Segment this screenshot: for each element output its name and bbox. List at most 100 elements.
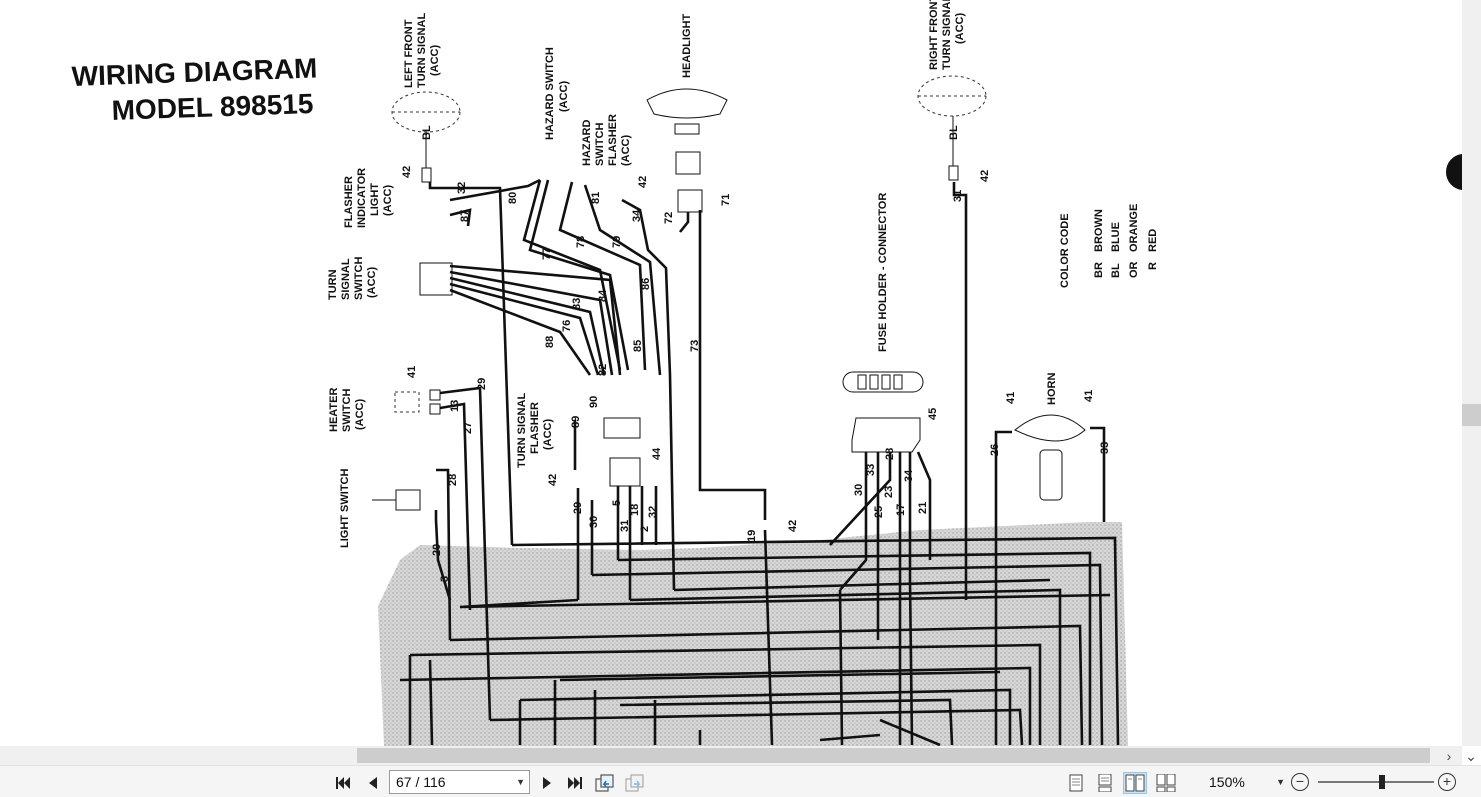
svg-text:19: 19 (746, 530, 758, 542)
svg-text:34: 34 (631, 209, 643, 222)
single-page-view-button[interactable] (1064, 772, 1088, 794)
label-right-front-turn-signal: RIGHT FRONT TURN SIGNAL (ACC) (928, 0, 966, 70)
next-page-button[interactable] (536, 772, 558, 794)
svg-text:29: 29 (476, 378, 488, 390)
svg-text:30: 30 (853, 484, 865, 496)
scroll-right-icon[interactable]: › (1446, 748, 1452, 764)
zoom-in-icon: + (1442, 773, 1452, 789)
color-code-entry-or: OR ORANGE (1128, 204, 1140, 278)
svg-text:41: 41 (406, 366, 418, 378)
turn-signal-switch-component (419, 262, 453, 296)
heater-switch-component (394, 389, 441, 415)
svg-text:HEATER: HEATER (328, 388, 340, 432)
svg-text:27: 27 (462, 422, 474, 434)
svg-text:HAZARD: HAZARD (581, 120, 593, 166)
right-front-turn-signal-lamp (917, 75, 987, 181)
svg-text:42: 42 (401, 166, 413, 178)
zoom-out-icon: − (1295, 773, 1305, 789)
svg-text:42: 42 (637, 176, 649, 188)
facing-pages-view-button[interactable] (1123, 772, 1147, 794)
svg-text:28: 28 (447, 474, 459, 486)
svg-text:BL: BL (948, 125, 960, 140)
svg-text:BL: BL (421, 125, 433, 140)
svg-text:TURN SIGNAL: TURN SIGNAL (416, 13, 428, 88)
go-back-view-icon (595, 774, 614, 792)
svg-text:HORN: HORN (1046, 373, 1058, 405)
label-left-front-turn-signal: LEFT FRONT TURN SIGNAL (ACC) (403, 13, 441, 88)
wire-harness-upper (428, 178, 1106, 746)
svg-text:5: 5 (611, 500, 623, 506)
svg-text:INDICATOR: INDICATOR (356, 168, 368, 228)
go-back-view-button[interactable] (594, 772, 616, 794)
svg-text:88: 88 (544, 336, 556, 348)
svg-text:FUSE HOLDER - CONNECTOR: FUSE HOLDER - CONNECTOR (877, 193, 889, 352)
zoom-level-value: 150% (1209, 774, 1245, 790)
zoom-slider-track[interactable] (1318, 781, 1434, 783)
svg-text:45: 45 (927, 408, 939, 420)
svg-text:OR: OR (1128, 261, 1140, 278)
svg-text:HEADLIGHT: HEADLIGHT (681, 14, 693, 78)
svg-text:80: 80 (507, 192, 519, 204)
zoom-level-dropdown[interactable]: 150% ▼ (1197, 770, 1289, 794)
page-dropdown-caret-icon[interactable]: ▼ (516, 777, 525, 787)
page-number-field[interactable]: 67 / 116 ▼ (389, 770, 530, 794)
svg-text:84: 84 (597, 289, 609, 302)
svg-text:72: 72 (663, 212, 675, 224)
svg-text:RIGHT FRONT: RIGHT FRONT (928, 0, 940, 70)
svg-text:31: 31 (952, 190, 964, 202)
svg-text:76: 76 (561, 320, 573, 332)
svg-text:(ACC): (ACC) (620, 135, 632, 166)
svg-text:26: 26 (989, 444, 1001, 456)
svg-text:81: 81 (590, 192, 602, 204)
scroll-down-icon[interactable]: ⌄ (1465, 748, 1477, 764)
svg-text:41: 41 (1083, 390, 1095, 402)
vertical-scrollbar[interactable] (1462, 0, 1481, 746)
svg-text:BROWN: BROWN (1093, 209, 1105, 252)
prev-page-icon (369, 777, 377, 789)
svg-text:ORANGE: ORANGE (1128, 204, 1140, 252)
label-flasher-indicator-light: FLASHER INDICATOR LIGHT (ACC) (343, 168, 394, 228)
document-viewport[interactable]: WIRING DIAGRAM MODEL 898515 LEFT FRONT T… (0, 0, 1462, 746)
label-light-switch: LIGHT SWITCH (339, 469, 351, 548)
last-page-button[interactable] (564, 772, 586, 794)
navigation-toolbar: 67 / 116 ▼ 150% ▼ − (0, 765, 1481, 797)
zoom-out-button[interactable]: − (1291, 773, 1309, 791)
svg-text:32: 32 (647, 506, 659, 518)
svg-text:17: 17 (895, 504, 907, 516)
zoom-slider-thumb[interactable] (1379, 775, 1385, 789)
svg-text:(ACC): (ACC) (558, 81, 570, 112)
svg-text:SWITCH: SWITCH (353, 257, 365, 300)
continuous-view-icon (1098, 774, 1112, 792)
svg-text:FLASHER: FLASHER (343, 176, 355, 228)
svg-text:87: 87 (459, 210, 471, 222)
horizontal-scrollbar-thumb[interactable] (357, 748, 1430, 763)
previous-page-button[interactable] (362, 772, 384, 794)
svg-text:18: 18 (629, 504, 641, 516)
zoom-in-button[interactable]: + (1438, 773, 1456, 791)
svg-text:SWITCH: SWITCH (594, 123, 606, 166)
continuous-view-button[interactable] (1093, 772, 1117, 794)
svg-text:(ACC): (ACC) (954, 13, 966, 44)
svg-text:79: 79 (611, 236, 623, 248)
label-hazard-switch-flasher: HAZARD SWITCH FLASHER (ACC) (581, 114, 632, 166)
vertical-scrollbar-thumb[interactable] (1462, 404, 1481, 426)
svg-text:23: 23 (883, 486, 895, 498)
svg-text:77: 77 (541, 248, 553, 260)
svg-text:LEFT FRONT: LEFT FRONT (403, 19, 415, 88)
svg-text:41: 41 (1005, 392, 1017, 404)
zoom-dropdown-caret-icon[interactable]: ▼ (1276, 777, 1285, 787)
svg-text:34: 34 (903, 469, 915, 482)
svg-text:32: 32 (456, 182, 468, 194)
go-forward-view-button[interactable] (624, 772, 646, 794)
svg-text:29: 29 (572, 502, 584, 514)
go-forward-view-icon (625, 774, 644, 792)
fuse-holder-component (842, 371, 924, 453)
svg-text:SIGNAL: SIGNAL (340, 258, 352, 300)
facing-continuous-view-button[interactable] (1154, 772, 1178, 794)
svg-text:TURN SIGNAL: TURN SIGNAL (516, 393, 528, 468)
svg-text:78: 78 (575, 236, 587, 248)
page-edge-marker (1445, 154, 1462, 190)
color-code-entry-br: BR BROWN (1093, 209, 1105, 278)
first-page-button[interactable] (332, 772, 354, 794)
